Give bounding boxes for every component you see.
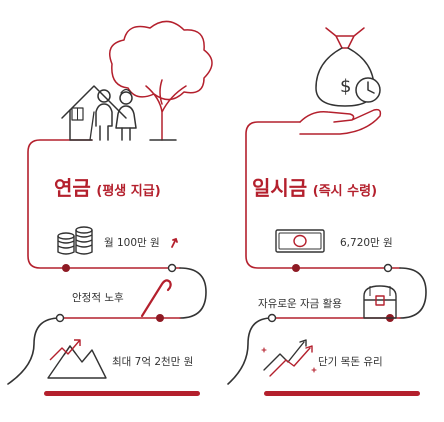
up-arrow-icon [171, 237, 178, 248]
pension-node-4 [55, 313, 65, 323]
lump-short-term: 단기 목돈 유리 [318, 356, 383, 368]
pension-node-2 [167, 263, 177, 273]
mountain-growth-icon [47, 339, 107, 379]
lump-freedom: 자유로운 자금 활용 [258, 298, 342, 310]
pension-node-1 [62, 264, 70, 272]
cane-icon [140, 279, 172, 318]
lump-title-main: 일시금 [252, 176, 308, 200]
banknote-icon [275, 229, 325, 253]
money-bag-hand-clock-icon: $ [299, 27, 382, 135]
lump-node-2 [383, 263, 393, 273]
svg-text:$: $ [340, 76, 351, 97]
pension-title-main: 연금 [54, 176, 91, 200]
pension-title: 연금 (평생 지급) [54, 172, 161, 201]
pension-node-3 [156, 314, 164, 322]
lump-amount: 6,720만 원 [340, 237, 393, 249]
pension-title-sub: (평생 지급) [96, 184, 161, 199]
lump-bar [264, 391, 420, 396]
lump-title: 일시금 (즉시 수령) [252, 172, 377, 201]
pension-bar [44, 391, 200, 396]
coin-stack-icon [57, 226, 93, 255]
pension-monthly: 월 100만 원 [104, 237, 160, 249]
lump-node-4 [267, 313, 277, 323]
growth-arrow-icon [261, 339, 317, 377]
pension-max-total: 최대 7억 2천만 원 [112, 356, 194, 368]
lump-node-1 [292, 264, 300, 272]
pension-stability: 안정적 노후 [72, 292, 124, 304]
elderly-couple-house-tree-icon [61, 20, 213, 141]
lump-title-sub: (즉시 수령) [312, 184, 378, 199]
lump-path [227, 121, 427, 385]
treasure-chest-icon [363, 285, 397, 319]
